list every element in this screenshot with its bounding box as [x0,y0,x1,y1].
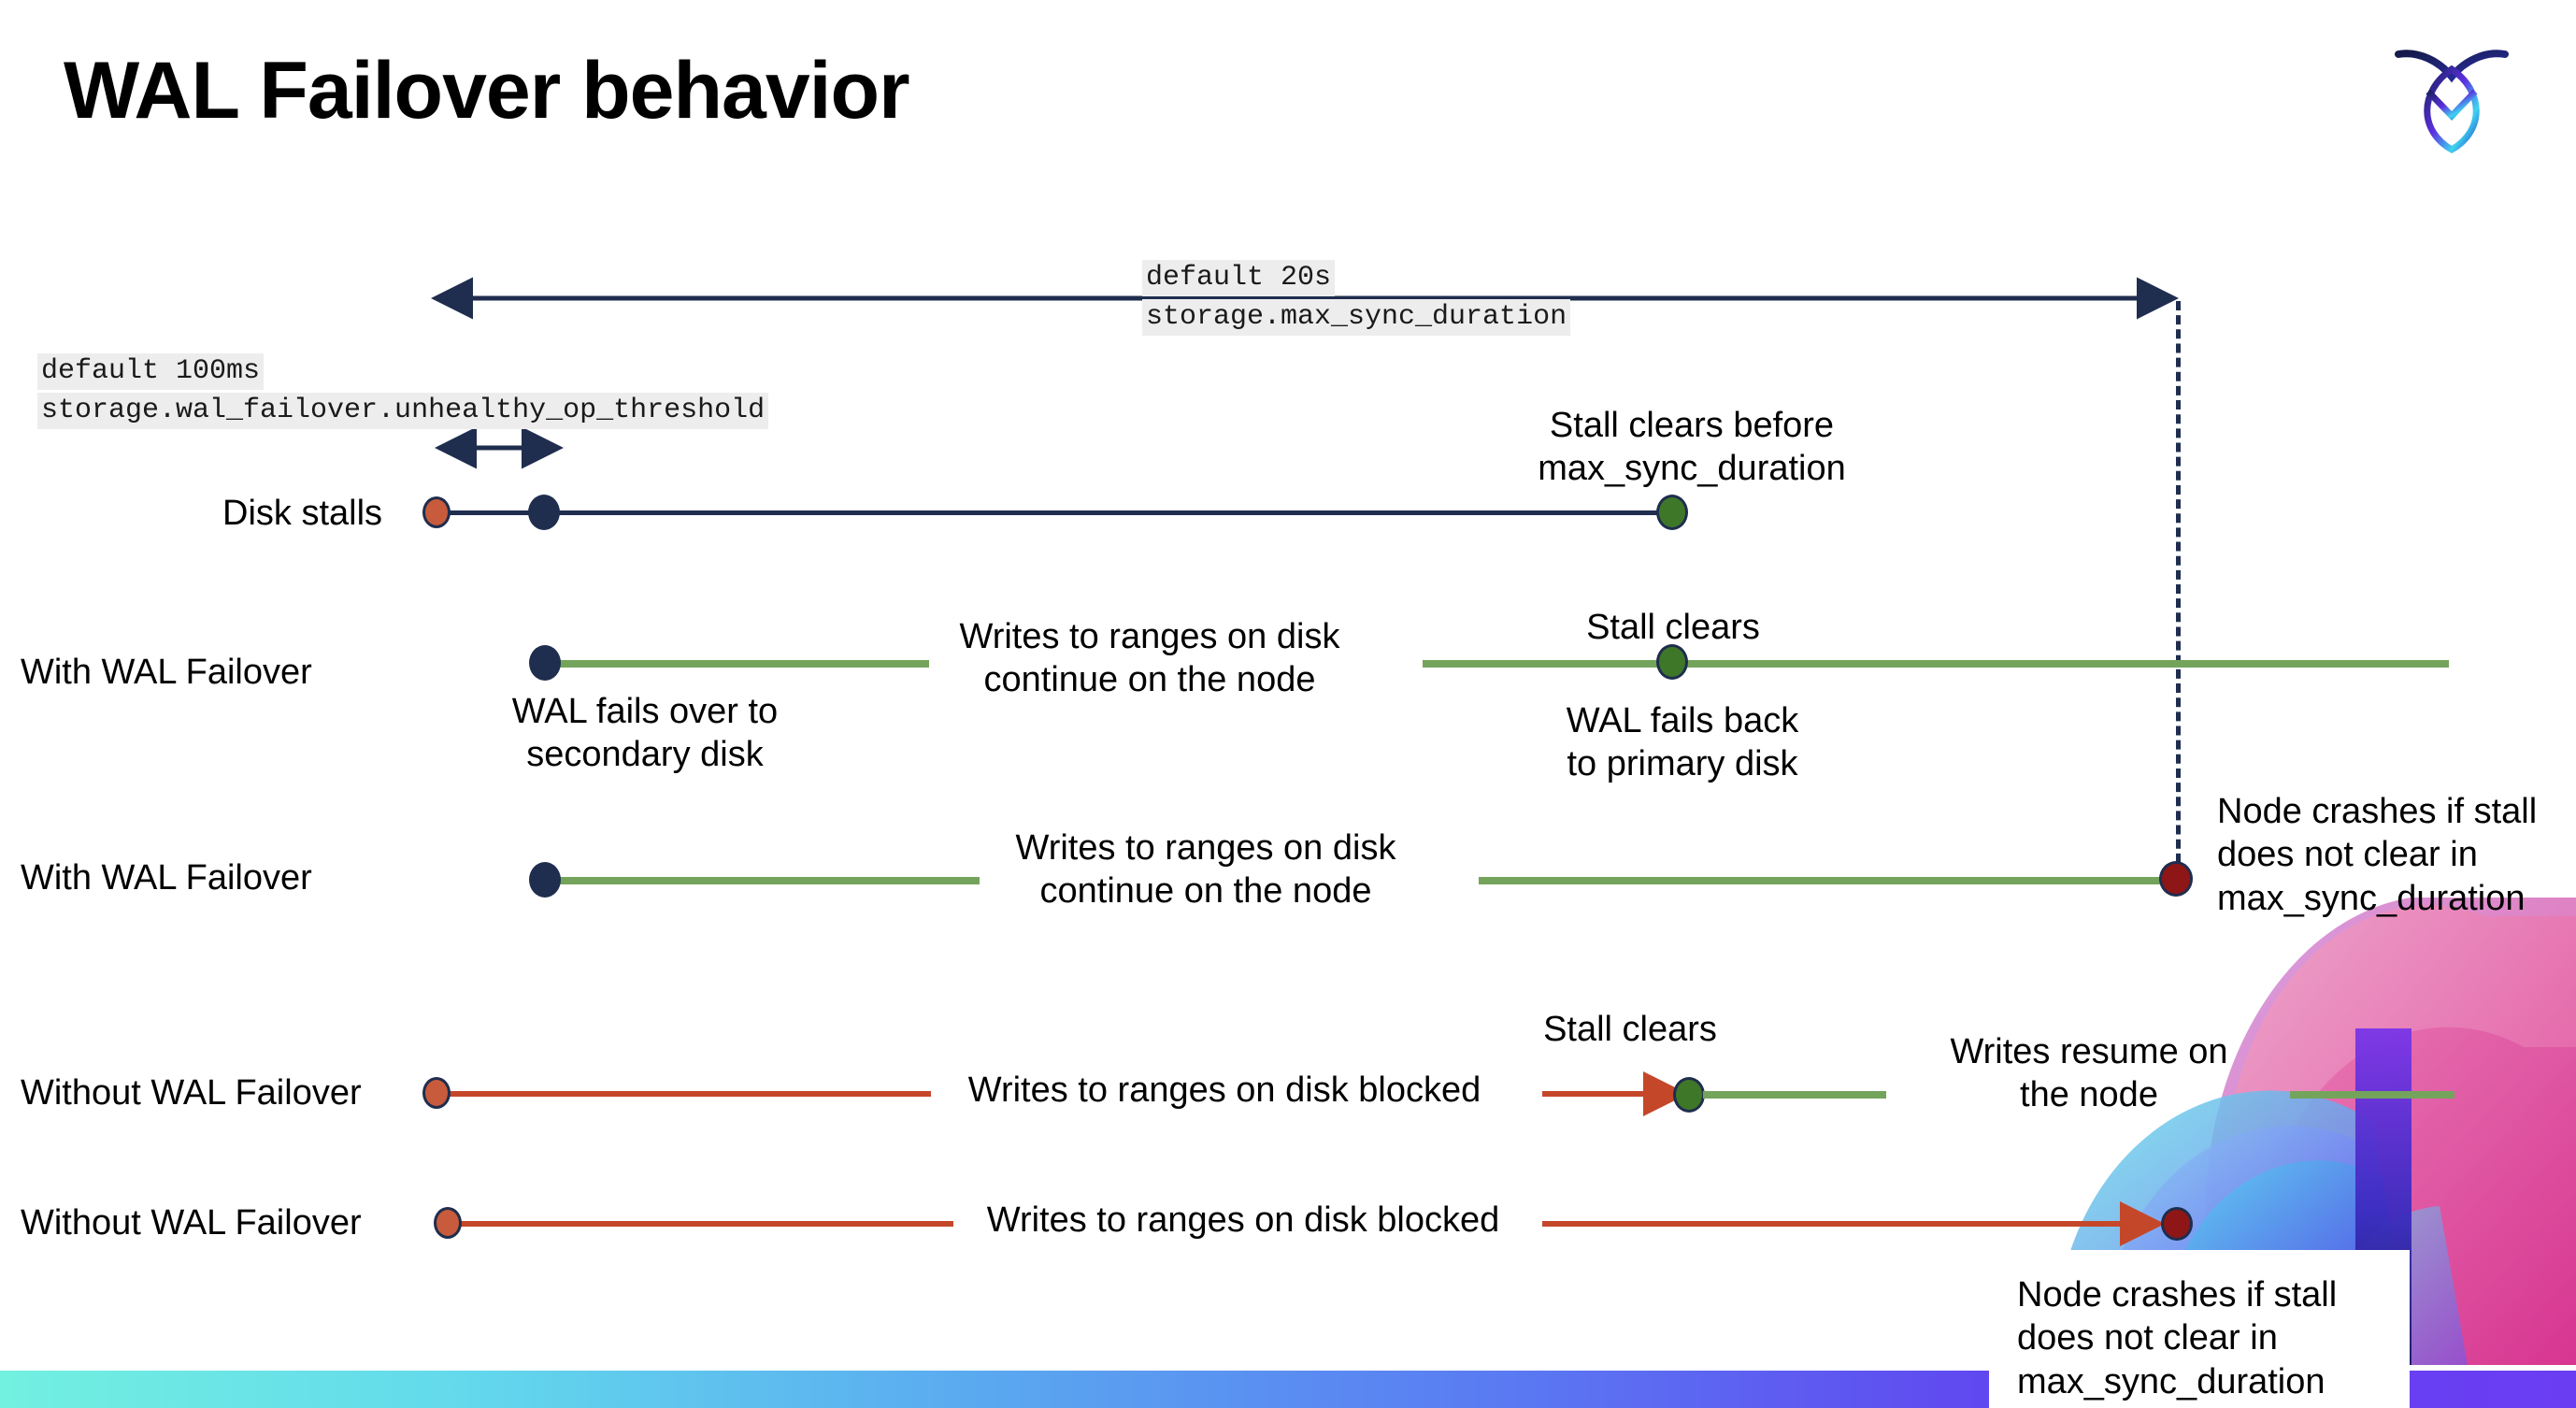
blocked-segment-row5 [458,1221,953,1227]
annotation-node-crashes-row5: Node crashes if stall does not clear in … [2017,1275,2338,1401]
stall-clears-dot-row2 [1656,644,1688,680]
failover-segment-a-row3 [544,877,980,884]
annotation-stall-clears-row2: Stall clears [1586,608,1760,647]
unhealthy-op-threshold-default-label: default 100ms [37,353,265,391]
annotation-node-crashes-row3: Node crashes if stall does not clear in … [2217,792,2538,918]
row-label-without-wal-failover-2: Without WAL Failover [21,1203,362,1243]
threshold-dot-row1 [528,495,560,530]
row-label-without-wal-failover-1: Without WAL Failover [21,1073,362,1113]
max-sync-duration-default-label: default 20s [1142,260,1336,297]
failover-segment-b-row3 [1479,877,2172,884]
blocked-segment-row4 [447,1091,931,1097]
callout-backdrop [1989,1250,2410,1408]
row-label-with-wal-failover-2: With WAL Failover [21,858,312,898]
resume-segment-a-row4 [1703,1091,1886,1099]
cockroachdb-logo-icon [2391,26,2512,157]
unhealthy-op-threshold-setting-label: storage.wal_failover.unhealthy_op_thresh… [37,393,769,430]
max-sync-duration-dropline [2176,301,2181,877]
row-label-disk-stalls: Disk stalls [222,494,383,533]
annotation-writes-continue-row2: Writes to ranges on disk continue on the… [959,617,1340,700]
failover-segment-b-row2 [1423,660,2449,668]
stall-clears-dot-row1 [1656,495,1688,530]
failover-start-dot-row2 [529,645,561,681]
annotation-stall-clears-before: Stall clears before max_sync_duration [1538,406,1846,489]
stall-start-dot-row1 [422,496,451,528]
node-crash-dot-row5 [2161,1207,2193,1241]
stall-clears-dot-row4 [1673,1077,1705,1113]
annotation-writes-blocked-row4: Writes to ranges on disk blocked [967,1070,1481,1110]
disk-stall-timeline [436,510,1679,515]
annotation-stall-clears-row4: Stall clears [1543,1010,1717,1049]
annotation-writes-blocked-row5: Writes to ranges on disk blocked [986,1200,1500,1240]
stall-start-dot-row4 [422,1077,451,1109]
node-crash-dot-row3 [2159,861,2193,897]
annotation-writes-continue-row3: Writes to ranges on disk continue on the… [1015,828,1396,912]
failover-start-dot-row3 [529,862,561,898]
annotation-wal-fails-back: WAL fails back to primary disk [1566,701,1799,784]
failover-segment-a-row2 [544,660,929,668]
annotation-writes-resume-row4: Writes resume on the node [1950,1032,2228,1115]
page-title: WAL Failover behavior [64,46,910,136]
stall-start-dot-row5 [434,1207,462,1239]
annotation-wal-fails-over: WAL fails over to secondary disk [511,692,779,775]
max-sync-duration-setting-label: storage.max_sync_duration [1142,299,1571,337]
row-label-with-wal-failover-1: With WAL Failover [21,653,312,692]
resume-segment-b-row4 [2290,1091,2454,1099]
